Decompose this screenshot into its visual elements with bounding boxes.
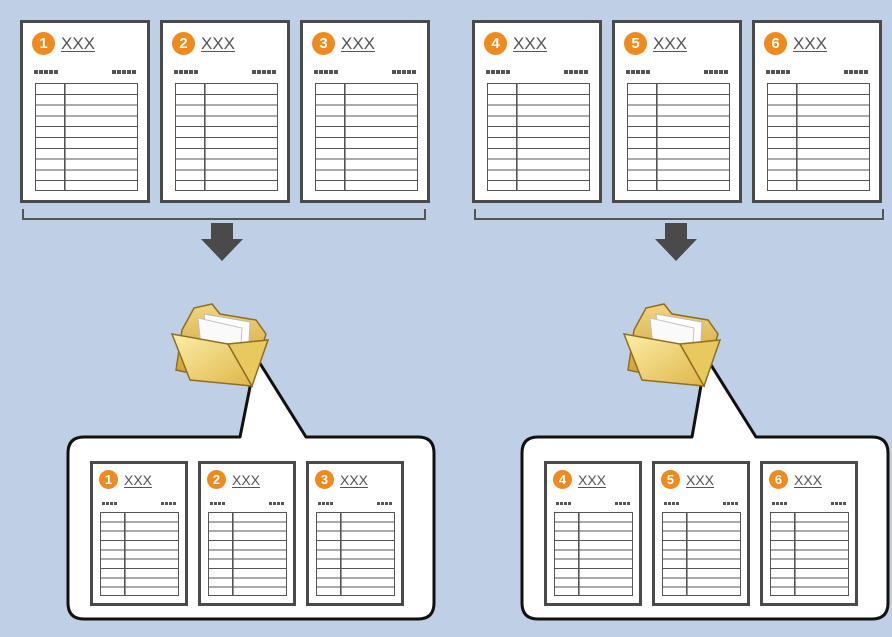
document-table	[100, 512, 179, 596]
document-number-badge: 4	[484, 32, 507, 55]
group-bracket	[22, 209, 426, 220]
document-table	[554, 512, 633, 596]
document-title: XXX	[794, 471, 823, 488]
placeholder-text-marks	[252, 70, 276, 74]
source-document-4: 4 XXX	[472, 20, 602, 203]
document-number-badge: 6	[769, 470, 788, 489]
document-title: XXX	[124, 471, 153, 488]
document-table	[315, 83, 418, 191]
document-table	[35, 83, 138, 191]
document-table	[767, 83, 870, 191]
folder-document-3: 3 XXX	[306, 461, 404, 606]
source-document-1: 1 XXX	[20, 20, 150, 203]
folder-icon	[170, 303, 270, 388]
source-document-6: 6 XXX	[752, 20, 882, 203]
folder-document-2: 2 XXX	[198, 461, 296, 606]
document-title: XXX	[341, 34, 376, 53]
group-bracket	[474, 209, 884, 220]
arrow-head	[655, 239, 697, 261]
folder-document-4: 4 XXX	[544, 461, 642, 606]
document-header: 1 XXX	[99, 470, 152, 489]
document-header: 2 XXX	[172, 32, 235, 55]
document-number-badge: 2	[172, 32, 195, 55]
placeholder-text-marks	[377, 502, 392, 505]
placeholder-text-marks	[392, 70, 416, 74]
document-number-badge: 3	[312, 32, 335, 55]
placeholder-text-marks	[161, 502, 176, 505]
document-header: 3 XXX	[312, 32, 375, 55]
document-number-badge: 6	[764, 32, 787, 55]
document-table	[175, 83, 278, 191]
placeholder-text-marks	[564, 70, 588, 74]
placeholder-text-marks	[210, 502, 225, 505]
placeholder-text-marks	[174, 70, 198, 74]
arrow-head	[201, 239, 243, 261]
document-header: 6 XXX	[769, 470, 822, 489]
placeholder-text-marks	[766, 70, 790, 74]
document-table	[316, 512, 395, 596]
folder-document-1: 1 XXX	[90, 461, 188, 606]
down-arrow-icon	[211, 223, 233, 239]
placeholder-text-marks	[318, 502, 333, 505]
document-title: XXX	[61, 34, 96, 53]
placeholder-text-marks	[486, 70, 510, 74]
document-number-badge: 1	[99, 470, 118, 489]
document-table	[487, 83, 590, 191]
folder-document-5: 5 XXX	[652, 461, 750, 606]
document-header: 3 XXX	[315, 470, 368, 489]
document-title: XXX	[653, 34, 688, 53]
document-title: XXX	[201, 34, 236, 53]
placeholder-text-marks	[615, 502, 630, 505]
document-table	[627, 83, 730, 191]
folder-document-6: 6 XXX	[760, 461, 858, 606]
document-number-badge: 5	[661, 470, 680, 489]
placeholder-text-marks	[723, 502, 738, 505]
document-header: 6 XXX	[764, 32, 827, 55]
placeholder-text-marks	[626, 70, 650, 74]
placeholder-text-marks	[112, 70, 136, 74]
document-number-badge: 3	[315, 470, 334, 489]
document-header: 5 XXX	[661, 470, 714, 489]
folder-icon	[622, 303, 722, 388]
placeholder-text-marks	[704, 70, 728, 74]
document-table	[770, 512, 849, 596]
placeholder-text-marks	[102, 502, 117, 505]
placeholder-text-marks	[269, 502, 284, 505]
document-number-badge: 2	[207, 470, 226, 489]
document-number-badge: 5	[624, 32, 647, 55]
placeholder-text-marks	[314, 70, 338, 74]
document-header: 1 XXX	[32, 32, 95, 55]
document-title: XXX	[578, 471, 607, 488]
placeholder-text-marks	[772, 502, 787, 505]
document-header: 2 XXX	[207, 470, 260, 489]
source-document-3: 3 XXX	[300, 20, 430, 203]
down-arrow-icon	[665, 223, 687, 239]
document-number-badge: 1	[32, 32, 55, 55]
document-title: XXX	[793, 34, 828, 53]
document-title: XXX	[232, 471, 261, 488]
placeholder-text-marks	[556, 502, 571, 505]
source-document-5: 5 XXX	[612, 20, 742, 203]
document-header: 5 XXX	[624, 32, 687, 55]
document-table	[208, 512, 287, 596]
document-table	[662, 512, 741, 596]
document-header: 4 XXX	[484, 32, 547, 55]
placeholder-text-marks	[831, 502, 846, 505]
placeholder-text-marks	[844, 70, 868, 74]
document-header: 4 XXX	[553, 470, 606, 489]
document-title: XXX	[686, 471, 715, 488]
document-number-badge: 4	[553, 470, 572, 489]
source-document-2: 2 XXX	[160, 20, 290, 203]
document-title: XXX	[340, 471, 369, 488]
document-title: XXX	[513, 34, 548, 53]
placeholder-text-marks	[664, 502, 679, 505]
placeholder-text-marks	[34, 70, 58, 74]
